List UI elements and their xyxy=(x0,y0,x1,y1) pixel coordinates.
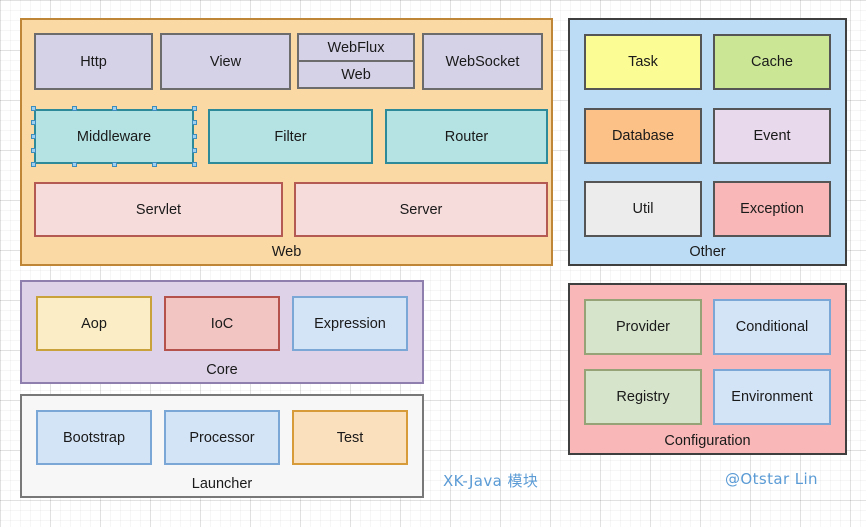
node-label: Cache xyxy=(751,54,793,70)
node-router[interactable]: Router xyxy=(385,109,548,164)
node-label: WebFlux xyxy=(327,39,385,56)
node-conditional[interactable]: Conditional xyxy=(713,299,831,355)
group-core[interactable]: Aop IoC Expression Core xyxy=(20,280,424,384)
group-label-configuration: Configuration xyxy=(664,433,751,449)
point-handle-w1[interactable] xyxy=(31,120,36,125)
node-label: Task xyxy=(628,54,658,70)
node-server[interactable]: Server xyxy=(294,182,548,237)
node-label: Registry xyxy=(616,389,670,405)
resize-handle-w[interactable] xyxy=(31,134,36,139)
node-util[interactable]: Util xyxy=(584,181,702,237)
node-database[interactable]: Database xyxy=(584,108,702,164)
group-label-launcher: Launcher xyxy=(191,476,253,492)
node-label: Conditional xyxy=(735,319,809,335)
node-websocket[interactable]: WebSocket xyxy=(422,33,543,90)
group-web[interactable]: Http View WebFlux Web WebSocket Middlewa… xyxy=(20,18,553,266)
node-label: Http xyxy=(80,53,107,70)
resize-handle-e[interactable] xyxy=(192,134,197,139)
node-registry[interactable]: Registry xyxy=(584,369,702,425)
node-view[interactable]: View xyxy=(160,33,291,90)
node-label: IoC xyxy=(210,315,234,332)
node-label: Server xyxy=(399,201,443,218)
point-handle-s1[interactable] xyxy=(72,162,77,167)
node-label: Aop xyxy=(81,315,107,332)
node-filter[interactable]: Filter xyxy=(208,109,373,164)
node-label: WebSocket xyxy=(445,53,520,70)
node-label: Provider xyxy=(616,319,670,335)
group-launcher[interactable]: Bootstrap Processor Test Launcher xyxy=(20,394,424,498)
selection-handles-middleware xyxy=(31,106,197,167)
node-environment[interactable]: Environment xyxy=(713,369,831,425)
resize-handle-se[interactable] xyxy=(192,162,197,167)
node-label: Database xyxy=(611,128,675,144)
node-provider[interactable]: Provider xyxy=(584,299,702,355)
node-label: Test xyxy=(336,429,364,446)
node-servlet[interactable]: Servlet xyxy=(34,182,283,237)
group-label-core: Core xyxy=(206,362,238,378)
node-label: Expression xyxy=(314,315,386,332)
resize-handle-s[interactable] xyxy=(112,162,117,167)
point-handle-n2[interactable] xyxy=(152,106,157,111)
node-bootstrap[interactable]: Bootstrap xyxy=(36,410,152,465)
node-label: Exception xyxy=(740,201,804,217)
node-label: Environment xyxy=(731,389,813,405)
point-handle-w2[interactable] xyxy=(31,148,36,153)
point-handle-n1[interactable] xyxy=(72,106,77,111)
group-label-other: Other xyxy=(689,244,726,260)
node-cache[interactable]: Cache xyxy=(713,34,831,90)
node-task[interactable]: Task xyxy=(584,34,702,90)
node-webflux[interactable]: WebFlux xyxy=(297,33,415,62)
node-test[interactable]: Test xyxy=(292,410,408,465)
resize-handle-sw[interactable] xyxy=(31,162,36,167)
point-handle-s2[interactable] xyxy=(152,162,157,167)
diagram-title-caption: XK-Java 模块 xyxy=(443,472,539,490)
node-label: Filter xyxy=(274,128,307,145)
node-label: Router xyxy=(444,128,489,145)
resize-handle-nw[interactable] xyxy=(31,106,36,111)
node-ioc[interactable]: IoC xyxy=(164,296,280,351)
node-label: View xyxy=(209,53,242,70)
node-label: Processor xyxy=(189,429,255,446)
node-label: Servlet xyxy=(135,201,182,218)
node-label: Event xyxy=(753,128,791,144)
node-stack-webflux-web: WebFlux Web xyxy=(297,33,415,90)
node-event[interactable]: Event xyxy=(713,108,831,164)
diagram-author-caption: @Otstar Lin xyxy=(725,470,818,488)
node-http[interactable]: Http xyxy=(34,33,153,90)
group-label-web: Web xyxy=(271,244,302,260)
group-other[interactable]: Task Cache Database Event Util Exception… xyxy=(568,18,847,266)
node-exception[interactable]: Exception xyxy=(713,181,831,237)
node-aop[interactable]: Aop xyxy=(36,296,152,351)
node-expression[interactable]: Expression xyxy=(292,296,408,351)
node-middleware[interactable]: Middleware xyxy=(34,109,194,164)
node-processor[interactable]: Processor xyxy=(164,410,280,465)
resize-handle-n[interactable] xyxy=(112,106,117,111)
resize-handle-ne[interactable] xyxy=(192,106,197,111)
node-label: Web xyxy=(341,66,371,83)
point-handle-e1[interactable] xyxy=(192,120,197,125)
point-handle-e2[interactable] xyxy=(192,148,197,153)
node-web[interactable]: Web xyxy=(297,60,415,89)
node-label: Bootstrap xyxy=(62,429,126,446)
node-label: Util xyxy=(632,201,654,217)
node-label: Middleware xyxy=(76,128,152,145)
group-configuration[interactable]: Provider Conditional Registry Environmen… xyxy=(568,283,847,455)
